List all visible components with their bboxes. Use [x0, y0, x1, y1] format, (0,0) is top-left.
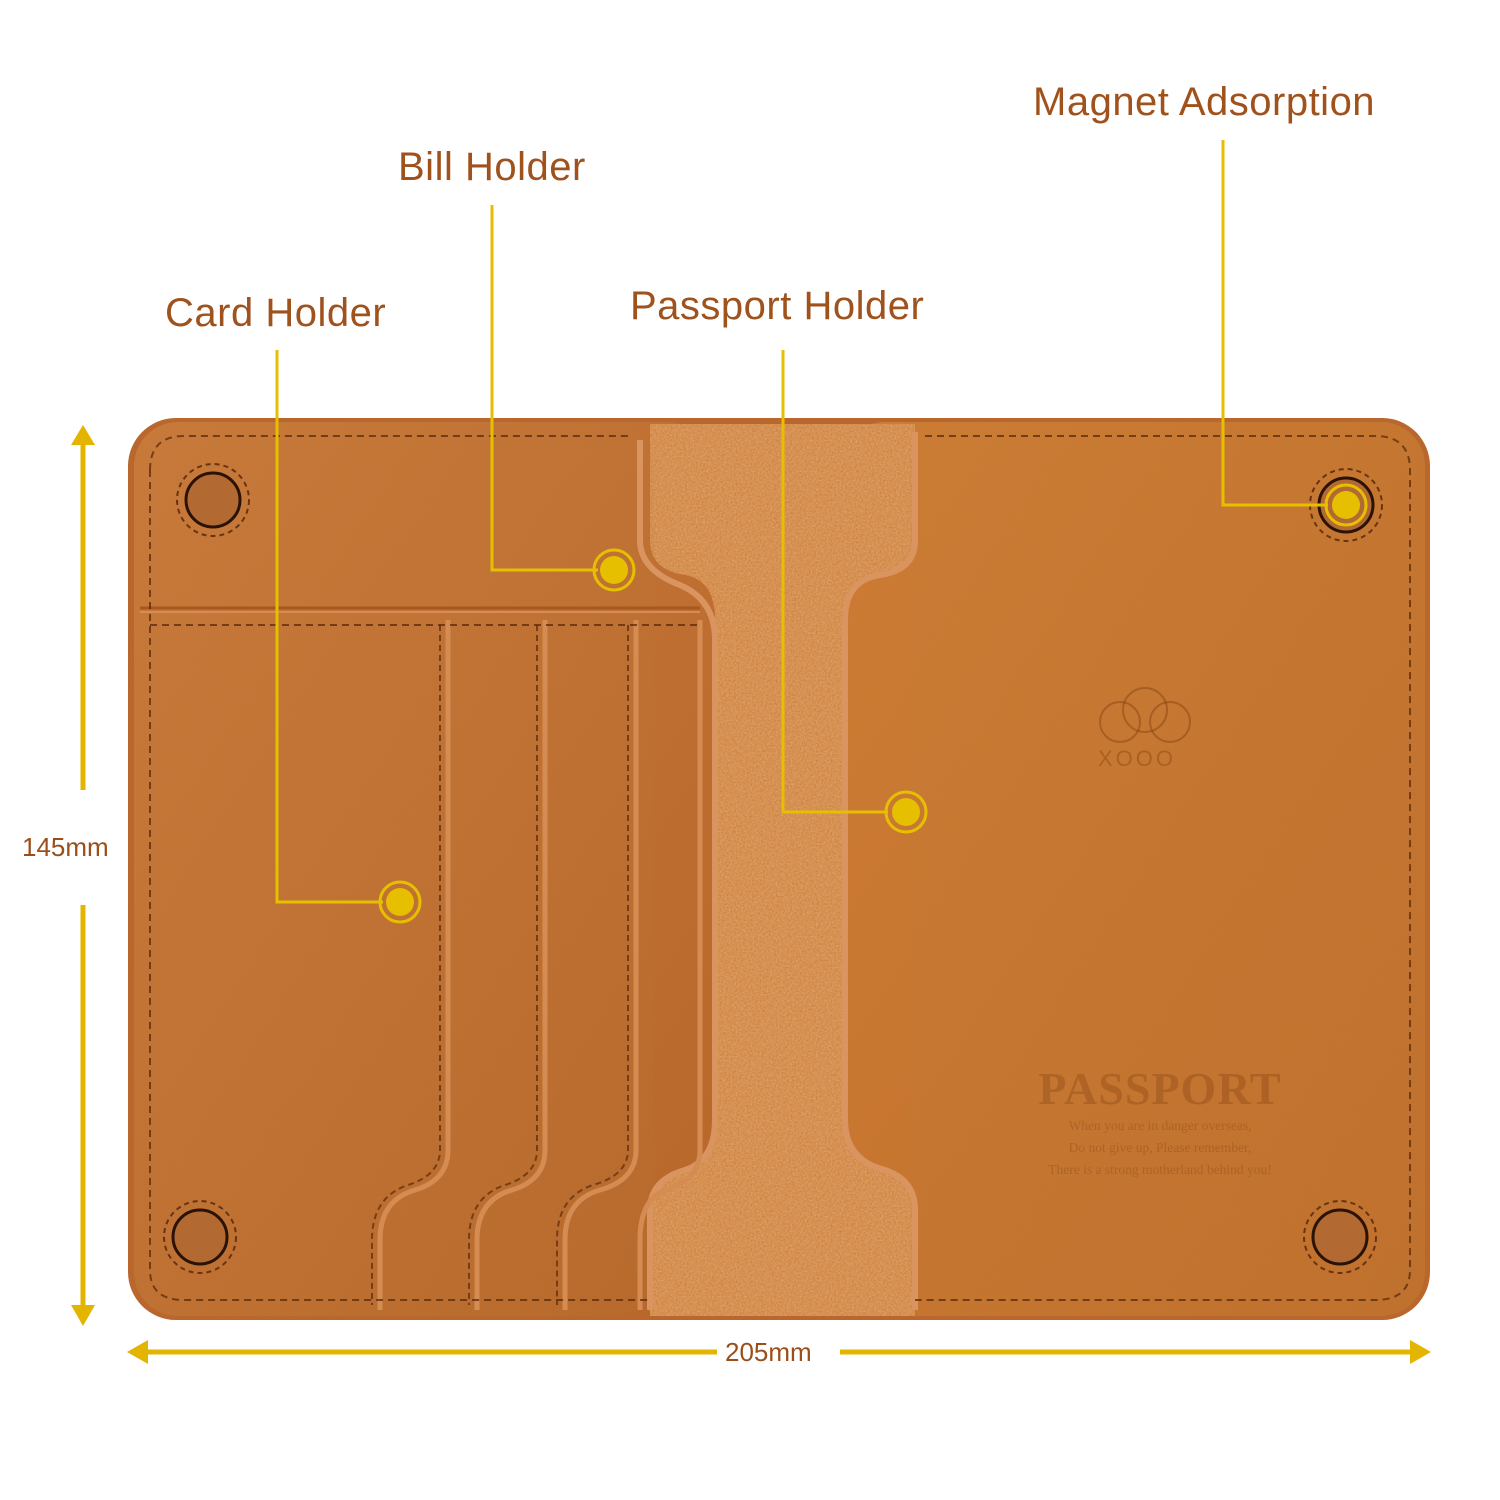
brand-logo-text: XOOO [1098, 746, 1177, 771]
width-dimension-arrow [127, 1340, 1431, 1364]
callout-label-magnet-adsorption: Magnet Adsorption [1033, 80, 1376, 124]
emboss-line: Do not give up, Please remember, [1068, 1140, 1252, 1155]
callout-label-bill-holder: Bill Holder [398, 145, 586, 189]
width-dimension-label: 205mm [725, 1337, 812, 1367]
passport-emboss-title: PASSPORT [1038, 1063, 1282, 1114]
card-slots [377, 620, 703, 1310]
wallet-body [128, 418, 1430, 1320]
passport-emboss: PASSPORT When you are in danger overseas… [1000, 1062, 1320, 1181]
emboss-line: When you are in danger overseas, [1068, 1118, 1252, 1133]
callout-label-passport-holder: Passport Holder [630, 284, 925, 328]
stitching [149, 435, 1411, 1301]
height-dimension-label: 145mm [22, 832, 109, 862]
brand-logo-icon [1099, 687, 1191, 743]
callout-lines [275, 140, 1328, 904]
callout-label-card-holder: Card Holder [165, 291, 387, 335]
height-dimension-arrow [71, 425, 95, 1326]
emboss-line: There is a strong motherland behind you! [1048, 1162, 1272, 1177]
callout-markers [378, 483, 1368, 924]
